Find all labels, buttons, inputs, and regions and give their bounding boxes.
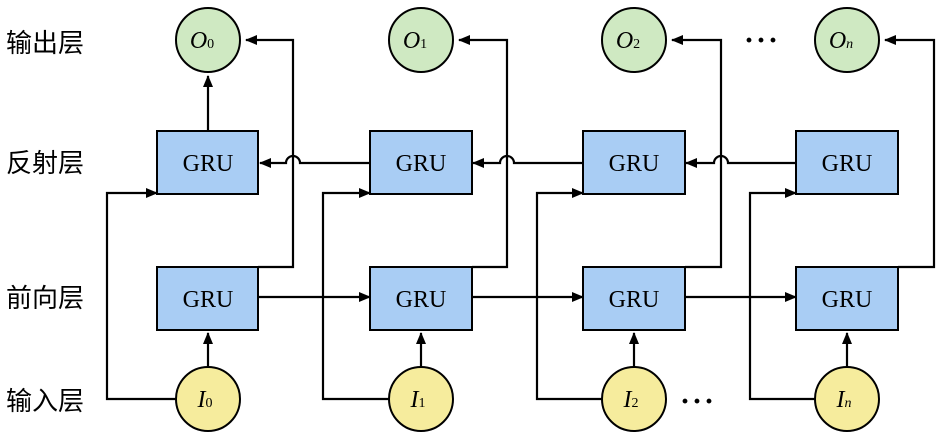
input-node-2: I2	[601, 366, 667, 432]
svg-text:GRU: GRU	[396, 287, 447, 313]
output-node-n: On	[814, 7, 880, 73]
connections	[105, 35, 936, 401]
backward-gru-n: GRU	[795, 130, 899, 195]
forward-gru-0: GRU	[156, 266, 259, 331]
svg-text:I1: I1	[410, 387, 426, 413]
input-layer-label: 输入层	[6, 387, 84, 417]
input-ellipsis: ···	[680, 385, 716, 418]
svg-text:O2: O2	[616, 28, 640, 54]
input-node-0: I0	[175, 366, 241, 432]
svg-text:GRU: GRU	[822, 151, 873, 177]
svg-text:On: On	[829, 28, 853, 54]
input-node-n: In	[814, 366, 880, 432]
svg-text:GRU: GRU	[609, 287, 660, 313]
output-layer-label: 输出层	[6, 29, 84, 59]
svg-text:GRU: GRU	[609, 151, 660, 177]
forward-gru-n: GRU	[795, 266, 899, 331]
svg-text:O0: O0	[190, 28, 214, 54]
svg-text:In: In	[836, 387, 852, 413]
backward-gru-1: GRU	[369, 130, 473, 195]
svg-text:I2: I2	[623, 387, 639, 413]
output-node-0: O0	[175, 7, 241, 73]
svg-text:I0: I0	[197, 387, 213, 413]
backward-gru-0: GRU	[156, 130, 259, 195]
forward-layer-label: 前向层	[6, 284, 84, 314]
output-node-1: O1	[388, 7, 454, 73]
output-ellipsis: ···	[744, 24, 780, 57]
svg-text:GRU: GRU	[822, 287, 873, 313]
backward-layer-label: 反射层	[6, 149, 84, 179]
svg-text:GRU: GRU	[183, 151, 234, 177]
svg-text:O1: O1	[403, 28, 427, 54]
forward-gru-1: GRU	[369, 266, 473, 331]
backward-gru-2: GRU	[582, 130, 686, 195]
forward-gru-2: GRU	[582, 266, 686, 331]
svg-text:GRU: GRU	[396, 151, 447, 177]
svg-text:GRU: GRU	[183, 287, 234, 313]
output-node-2: O2	[601, 7, 667, 73]
input-node-1: I1	[388, 366, 454, 432]
